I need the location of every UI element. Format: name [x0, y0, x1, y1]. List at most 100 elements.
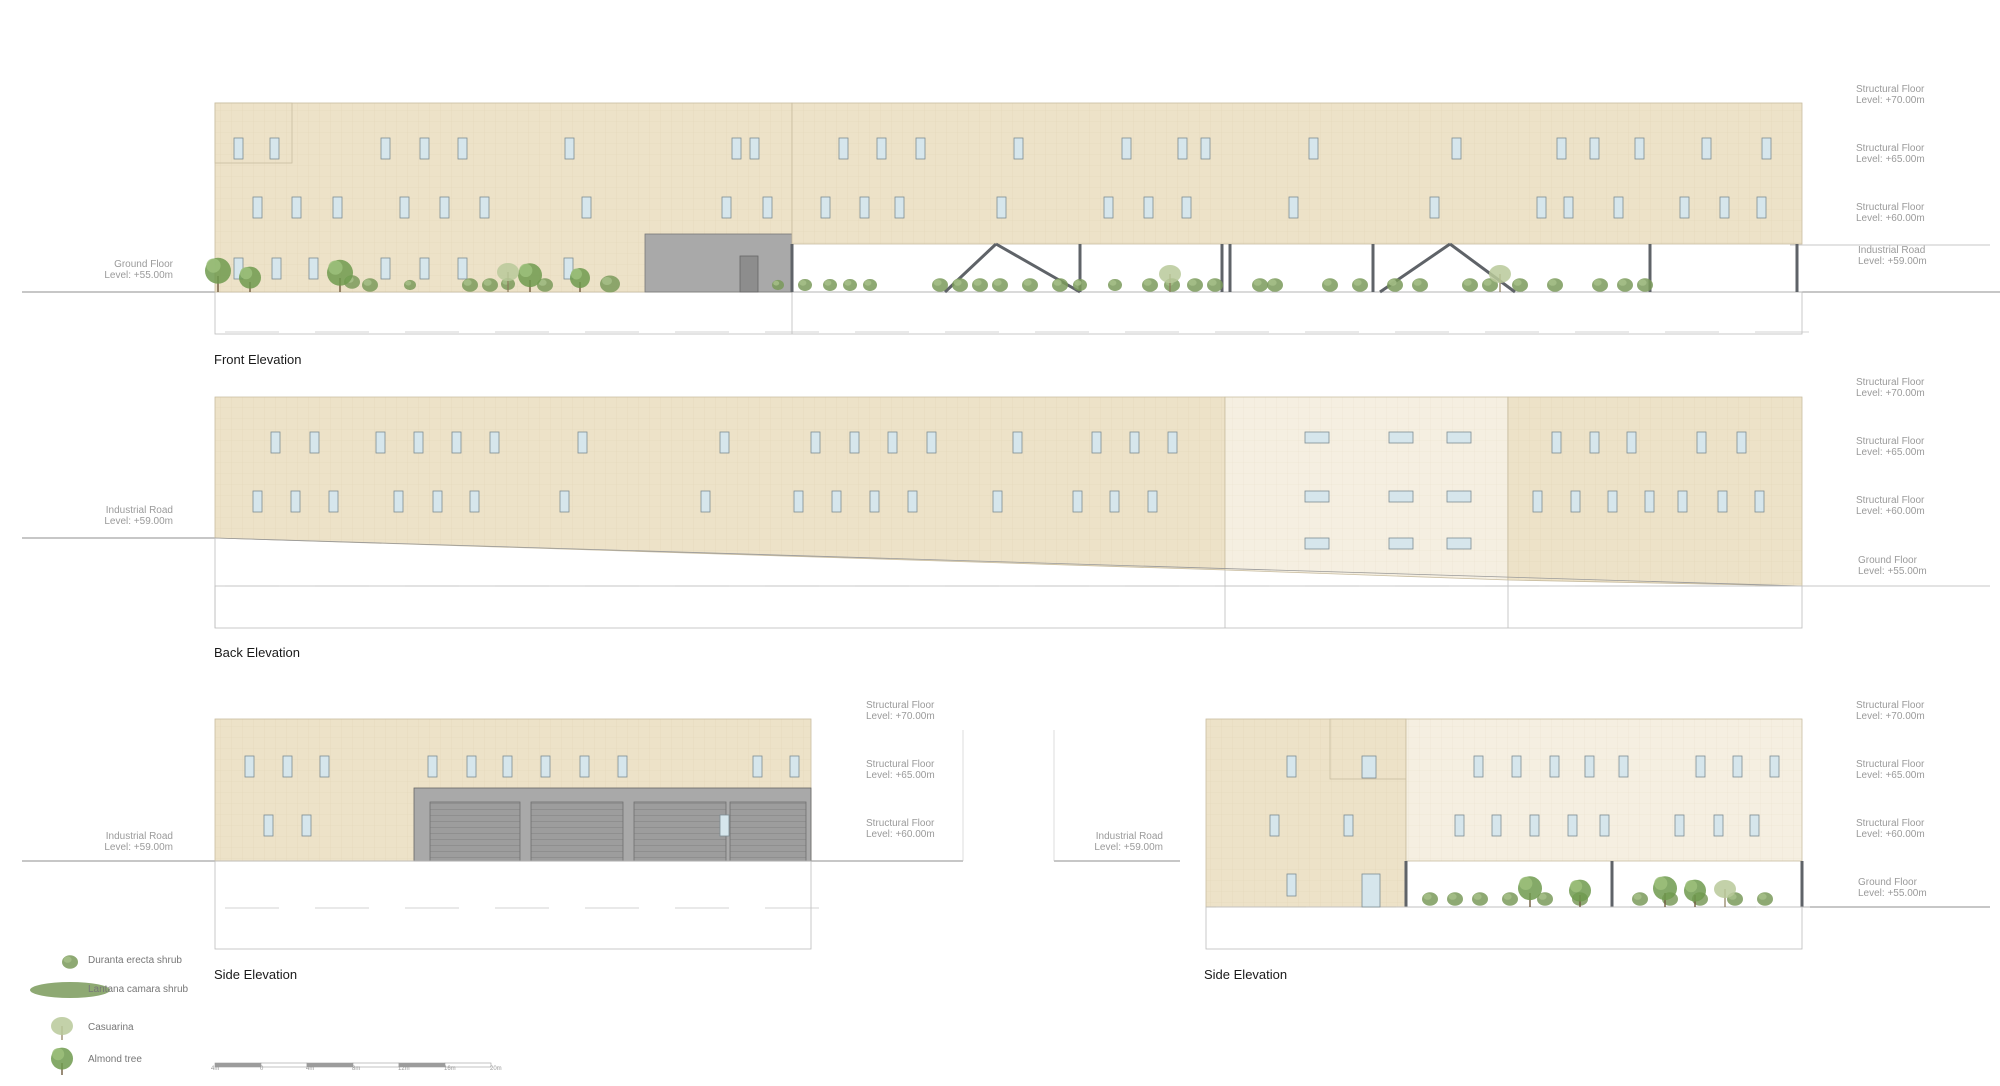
window — [1570, 490, 1581, 513]
window — [1567, 814, 1578, 837]
diagonal-brace — [1449, 242, 1516, 294]
level-name: Industrial Road — [105, 831, 173, 842]
window — [1343, 814, 1354, 837]
window — [1091, 431, 1102, 454]
horizontal-window — [1446, 490, 1472, 503]
shrub-highlight — [1758, 893, 1767, 900]
window — [451, 431, 462, 454]
window — [1308, 137, 1319, 160]
horizontal-window — [1388, 431, 1414, 444]
window — [719, 431, 730, 454]
shrub-highlight — [1109, 280, 1117, 286]
window — [1589, 431, 1600, 454]
window — [252, 490, 263, 513]
window — [1556, 137, 1567, 160]
window — [290, 490, 301, 513]
window — [1286, 755, 1297, 778]
window — [457, 257, 468, 280]
window — [1695, 755, 1706, 778]
window — [469, 490, 480, 513]
window — [719, 814, 730, 837]
shrub-highlight — [1388, 279, 1397, 286]
window — [270, 431, 281, 454]
horizontal-window — [1304, 490, 1330, 503]
window — [1529, 814, 1540, 837]
scale-tick-label: 8m — [352, 1066, 361, 1072]
window — [1589, 137, 1600, 160]
scale-tick-label: 20m — [490, 1066, 502, 1072]
shrub-highlight — [1023, 279, 1032, 286]
window — [564, 137, 575, 160]
shrub-highlight — [1423, 893, 1432, 900]
shrub-highlight — [405, 280, 412, 286]
window — [1563, 196, 1574, 219]
shrub-highlight — [773, 280, 780, 286]
shrub-highlight — [1074, 280, 1082, 286]
sloped-ground-line — [214, 537, 1803, 587]
window — [328, 490, 339, 513]
window — [1147, 490, 1158, 513]
window — [617, 755, 628, 778]
window — [1473, 755, 1484, 778]
window — [1696, 431, 1707, 454]
facade-right-block — [791, 102, 1803, 245]
shrub-highlight — [483, 279, 492, 286]
window — [559, 490, 570, 513]
garage-shutter — [729, 801, 807, 862]
window — [1129, 431, 1140, 454]
side-right-office-block — [1405, 718, 1803, 862]
tree-canopy-highlight — [1570, 880, 1583, 893]
window — [577, 431, 588, 454]
level-name: Industrial Road — [1095, 831, 1163, 842]
level-value: Level: +60.00m — [1856, 506, 1925, 517]
garage-shutter — [530, 801, 624, 862]
tree-canopy-highlight — [240, 267, 253, 280]
shrub-highlight — [538, 279, 547, 286]
shrub-highlight — [1143, 279, 1152, 286]
window — [1143, 196, 1154, 219]
shrub-highlight — [1268, 279, 1277, 286]
level-name: Structural Floor — [1856, 759, 1925, 770]
window — [869, 490, 880, 513]
window — [269, 137, 280, 160]
legend-casuarina-label: Casuarina — [88, 1022, 134, 1033]
shrub-highlight — [799, 280, 807, 286]
level-name: Structural Floor — [1856, 377, 1925, 388]
shrub-highlight — [1503, 893, 1512, 900]
window — [332, 196, 343, 219]
window — [244, 755, 255, 778]
shrub-highlight — [1638, 279, 1647, 286]
window — [820, 196, 831, 219]
window — [749, 137, 760, 160]
level-value: Level: +70.00m — [1856, 711, 1925, 722]
garage-shutter — [429, 801, 521, 862]
window — [926, 431, 937, 454]
shrub-highlight — [1413, 279, 1422, 286]
window — [301, 814, 312, 837]
window — [1121, 137, 1132, 160]
window — [849, 431, 860, 454]
window — [380, 257, 391, 280]
level-name: Structural Floor — [1856, 818, 1925, 829]
shrub-highlight — [1473, 893, 1482, 900]
window — [233, 137, 244, 160]
tree-canopy-highlight — [519, 263, 533, 277]
window — [1674, 814, 1685, 837]
window — [263, 814, 274, 837]
shrub-highlight — [602, 277, 612, 285]
window — [413, 431, 424, 454]
window — [419, 137, 430, 160]
tree-canopy-highlight — [206, 258, 221, 273]
level-value: Level: +60.00m — [866, 829, 935, 840]
shrub-highlight — [953, 279, 962, 286]
shrub-highlight — [1448, 893, 1457, 900]
level-name: Structural Floor — [866, 759, 935, 770]
window — [393, 490, 404, 513]
